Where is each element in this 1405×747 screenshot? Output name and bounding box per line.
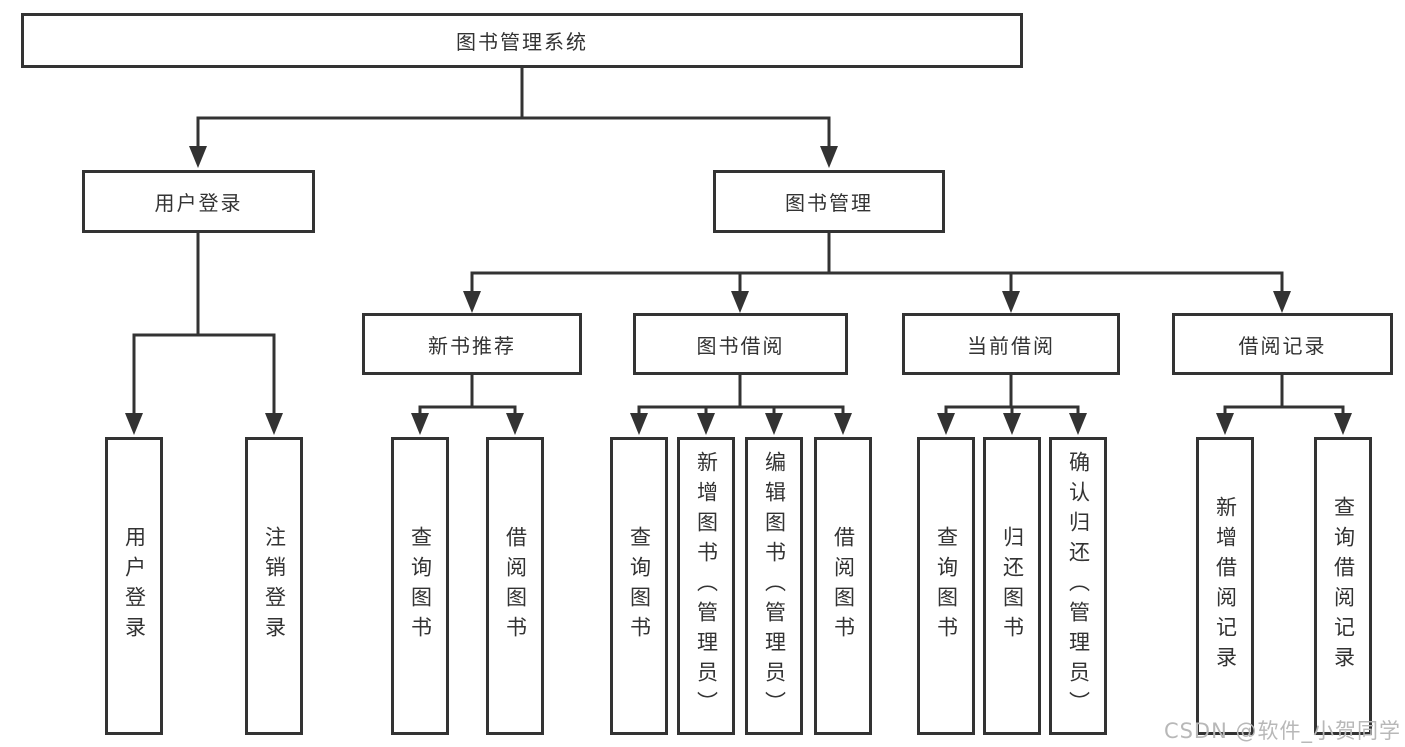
csdn-watermark: CSDN @软件_小贺同学 xyxy=(1163,719,1401,743)
leaf-label: 新增借阅记录 xyxy=(1213,496,1238,676)
leaf-label: 查询图书 xyxy=(408,526,433,646)
connector-line xyxy=(132,333,276,415)
node-user-login: 用户登录 xyxy=(82,170,315,233)
node-book-borrow: 图书借阅 xyxy=(633,313,848,375)
connector-book-mgmt-to-level3 xyxy=(463,233,1291,313)
leaf-label: 确认归还（管理员） xyxy=(1066,451,1091,721)
leaf-query-book-recommend: 查询图书 xyxy=(391,437,449,735)
leaf-logout: 注销登录 xyxy=(245,437,303,735)
arrowhead-icon xyxy=(411,413,429,435)
arrowhead-icon xyxy=(1003,413,1021,435)
leaf-label: 编辑图书（管理员） xyxy=(762,451,787,721)
leaf-label: 新增图书（管理员） xyxy=(694,451,719,721)
leaf-add-borrow-record: 新增借阅记录 xyxy=(1196,437,1254,735)
leaf-label: 用户登录 xyxy=(122,526,147,646)
node-label: 图书管理系统 xyxy=(456,30,588,54)
leaf-query-book-current: 查询图书 xyxy=(917,437,975,735)
leaf-label: 借阅图书 xyxy=(831,526,856,646)
leaf-add-book-admin: 新增图书（管理员） xyxy=(677,437,735,735)
node-new-book-recommend: 新书推荐 xyxy=(362,313,582,375)
connector-line xyxy=(418,405,517,415)
arrowhead-icon xyxy=(1216,413,1234,435)
connector-line xyxy=(196,116,831,148)
connector-user-login-to-leaves xyxy=(125,233,283,435)
leaf-label: 归还图书 xyxy=(1000,526,1025,646)
node-label: 用户登录 xyxy=(154,191,243,215)
arrowhead-icon xyxy=(820,146,838,168)
connector-book-borrow-to-leaves xyxy=(630,375,852,435)
arrowhead-icon xyxy=(834,413,852,435)
leaf-query-book-borrow: 查询图书 xyxy=(610,437,668,735)
connector-root-to-level2 xyxy=(189,68,838,168)
node-book-management: 图书管理 xyxy=(713,170,945,233)
arrowhead-icon xyxy=(765,413,783,435)
connector-borrow-record-to-leaves xyxy=(1216,375,1352,435)
arrowhead-icon xyxy=(463,291,481,313)
arrowhead-icon xyxy=(1069,413,1087,435)
leaf-label: 查询图书 xyxy=(934,526,959,646)
node-label: 当前借阅 xyxy=(967,333,1055,358)
arrowhead-icon xyxy=(506,413,524,435)
leaf-borrow-book-recommend: 借阅图书 xyxy=(486,437,544,735)
leaf-label: 查询图书 xyxy=(627,526,652,646)
arrowhead-icon xyxy=(937,413,955,435)
leaf-query-borrow-record: 查询借阅记录 xyxy=(1314,437,1372,735)
arrowhead-icon xyxy=(630,413,648,435)
arrowhead-icon xyxy=(697,413,715,435)
node-label: 图书借阅 xyxy=(696,333,785,358)
node-borrow-record: 借阅记录 xyxy=(1172,313,1393,375)
leaf-label: 查询借阅记录 xyxy=(1331,496,1356,676)
connector-new-book-to-leaves xyxy=(411,375,524,435)
arrowhead-icon xyxy=(265,413,283,435)
node-label: 图书管理 xyxy=(785,191,873,215)
leaf-return-book: 归还图书 xyxy=(983,437,1041,735)
connector-current-borrow-to-leaves xyxy=(937,375,1087,435)
leaf-user-login: 用户登录 xyxy=(105,437,163,735)
node-label: 新书推荐 xyxy=(428,333,516,358)
connector-line xyxy=(637,405,845,415)
arrowhead-icon xyxy=(189,146,207,168)
connector-line xyxy=(1223,405,1345,415)
node-root-system: 图书管理系统 xyxy=(21,13,1023,68)
arrowhead-icon xyxy=(1273,291,1291,313)
leaf-label: 借阅图书 xyxy=(503,526,528,646)
node-label: 借阅记录 xyxy=(1238,333,1327,358)
arrowhead-icon xyxy=(731,291,749,313)
node-current-borrow: 当前借阅 xyxy=(902,313,1120,375)
leaf-borrow-book: 借阅图书 xyxy=(814,437,872,735)
connector-line xyxy=(470,271,1284,293)
arrowhead-icon xyxy=(1334,413,1352,435)
leaf-edit-book-admin: 编辑图书（管理员） xyxy=(745,437,803,735)
leaf-label: 注销登录 xyxy=(262,526,287,646)
arrowhead-icon xyxy=(125,413,143,435)
arrowhead-icon xyxy=(1002,291,1020,313)
leaf-confirm-return-admin: 确认归还（管理员） xyxy=(1049,437,1107,735)
